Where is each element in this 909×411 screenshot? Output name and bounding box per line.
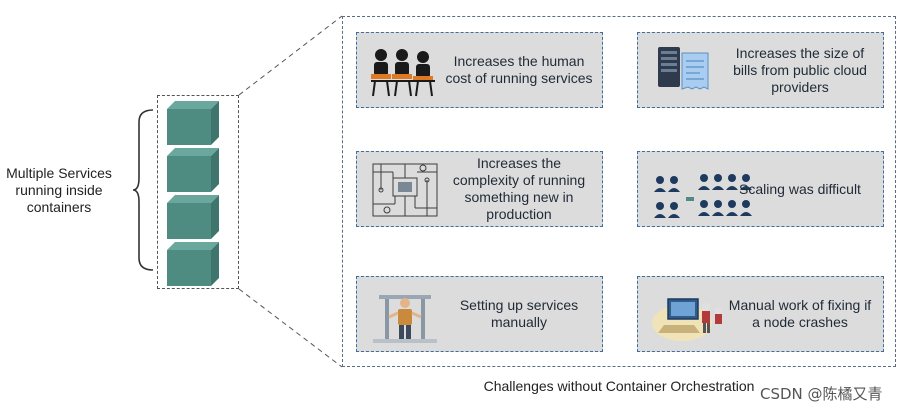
challenge-card: Increases the human cost of running serv… [356,32,603,108]
diagram-caption: Challenges without Container Orchestrati… [483,378,755,394]
office-workers-icon [371,49,435,97]
challenge-text: Manual work of fixing if a node crashes [728,297,872,330]
repair-workers-icon [652,298,722,341]
challenge-card: Scaling was difficult [637,151,884,227]
challenge-card: Increases the complexity of running some… [356,151,603,227]
challenge-text: Scaling was difficult [739,180,861,197]
worker-setup-icon [373,295,437,343]
circuit-board-icon [372,163,438,217]
container-cube [167,195,219,239]
server-billing-icon [658,47,709,90]
challenge-card: Manual work of fixing if a node crashes [637,276,884,352]
watermark: CSDN @陈橘又青 [760,385,883,403]
challenge-card: Increases the size of bills from public … [637,32,884,108]
container-cube [167,101,219,145]
challenge-card: Setting up services manually [356,276,603,352]
container-cube [167,242,219,286]
services-label: Multiple Services running inside contain… [6,165,112,215]
challenge-text: Setting up services manually [459,297,579,330]
challenge-text: Increases the complexity of running some… [452,155,586,222]
curly-brace [133,109,154,271]
challenge-text: Increases the size of bills from public … [733,44,867,95]
container-cube [167,148,219,192]
challenges-frame [342,16,896,367]
container-stack-frame [157,95,239,289]
people-groups-icon [654,174,752,218]
challenge-text: Increases the human cost of running serv… [445,53,593,86]
